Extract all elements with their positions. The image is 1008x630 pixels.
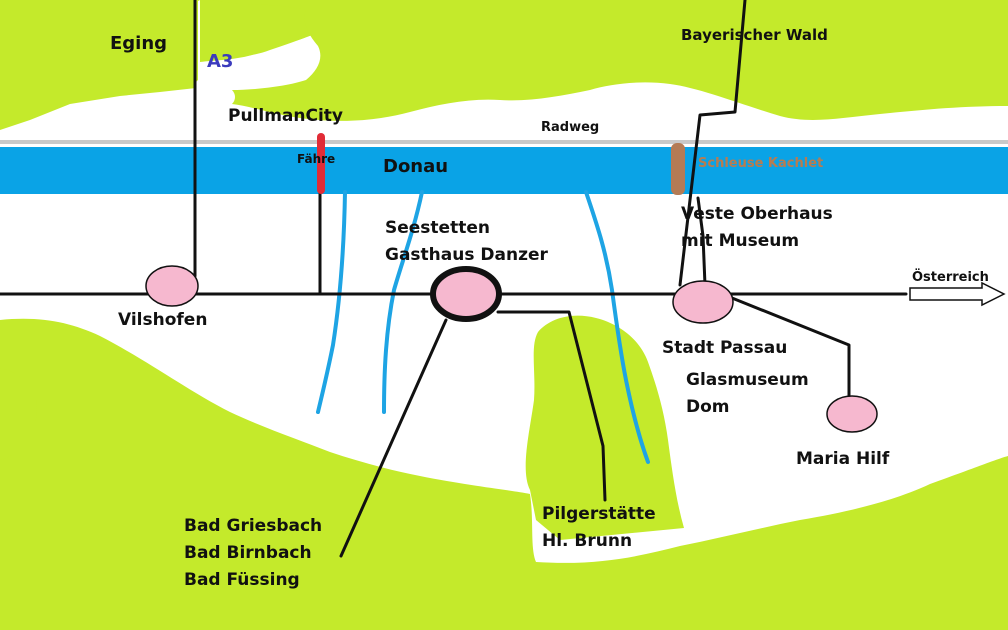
road-maria-hilf bbox=[730, 296, 851, 400]
town-marker-stadt-passau bbox=[672, 280, 734, 324]
place-label-maria-hilf: Maria Hilf bbox=[796, 449, 890, 469]
direction-arrow-oesterreich bbox=[909, 281, 1006, 307]
poi-label-mit-museum: mit Museum bbox=[681, 231, 800, 251]
poi-label-dom: Dom bbox=[686, 397, 730, 417]
land-top-right bbox=[210, 0, 1008, 121]
poi-label-hl-brunn: Hl. Brunn bbox=[542, 531, 633, 551]
town-label-bad-birnbach: Bad Birnbach bbox=[184, 543, 312, 563]
direction-label-oesterreich: Österreich bbox=[912, 270, 989, 285]
place-label-seestetten: Seestetten bbox=[385, 218, 490, 238]
river-donau bbox=[0, 147, 1008, 194]
ferry-label-faehre: Fähre bbox=[297, 152, 336, 166]
town-label-stadt-passau: Stadt Passau bbox=[662, 338, 788, 358]
town-label-vilshofen: Vilshofen bbox=[118, 310, 208, 330]
poi-label-glasmuseum: Glasmuseum bbox=[686, 370, 809, 390]
stream-2 bbox=[382, 190, 424, 414]
road-bad-griesbach bbox=[339, 318, 448, 558]
town-marker-maria-hilf bbox=[826, 395, 878, 433]
land-top-left-b bbox=[0, 0, 196, 130]
road-pilgerstaette bbox=[496, 310, 607, 502]
land-bottom-left bbox=[0, 318, 1008, 630]
land-bottom-left-island bbox=[0, 368, 37, 460]
town-label-bad-fuessing: Bad Füssing bbox=[184, 570, 300, 590]
town-label-eging: Eging bbox=[110, 33, 168, 54]
stream-1 bbox=[316, 190, 347, 414]
land-top-left-main bbox=[0, 0, 336, 60]
poi-label-veste-oberhaus: Veste Oberhaus bbox=[681, 204, 833, 224]
poi-label-pullmancity: PullmanCity bbox=[228, 106, 344, 126]
region-label-bayerischer-wald: Bayerischer Wald bbox=[681, 26, 828, 44]
poi-label-pilgerstaette: Pilgerstätte bbox=[542, 504, 656, 524]
town-marker-vilshofen bbox=[145, 265, 199, 307]
place-label-gasthaus-danzer: Gasthaus Danzer bbox=[385, 245, 548, 265]
road-veste-oberhaus bbox=[696, 196, 707, 287]
town-label-bad-griesbach: Bad Griesbach bbox=[184, 516, 323, 536]
stream-3 bbox=[584, 190, 650, 464]
road-bayerischer-wald bbox=[678, 0, 747, 287]
lock-label-schleuse-kachlet: Schleuse Kachlet bbox=[698, 156, 824, 171]
river-label-donau: Donau bbox=[383, 156, 449, 177]
path-label-radweg: Radweg bbox=[541, 120, 600, 135]
land-bottom-spit bbox=[525, 315, 684, 540]
destination-marker-gasthaus-danzer bbox=[430, 266, 502, 322]
lock-schleuse-kachlet bbox=[671, 143, 685, 195]
highway-label-a3: A3 bbox=[207, 51, 234, 72]
